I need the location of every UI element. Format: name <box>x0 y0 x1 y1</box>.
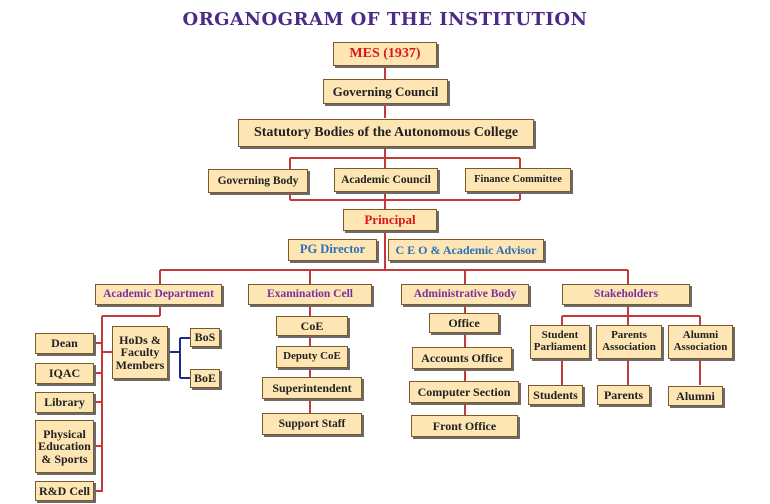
parents-association-box: Parents Association <box>596 325 662 359</box>
students-box: Students <box>528 385 583 405</box>
principal-box: Principal <box>343 209 437 231</box>
front-office-box: Front Office <box>411 415 518 437</box>
academic-council-box: Academic Council <box>334 168 438 192</box>
hods-faculty-box: HoDs & Faculty Members <box>112 326 168 379</box>
governing-council-box: Governing Council <box>323 79 448 104</box>
library-box: Library <box>35 392 94 413</box>
student-parliament-box: Student Parliament <box>530 325 590 359</box>
dean-box: Dean <box>35 333 94 354</box>
rd-cell-box: R&D Cell <box>35 481 94 501</box>
bos-box: BoS <box>190 328 220 347</box>
iqac-box: IQAC <box>35 363 94 384</box>
coe-box: CoE <box>276 316 348 336</box>
physical-education-box: Physical Education & Sports <box>35 420 94 473</box>
deputy-coe-box: Deputy CoE <box>276 346 348 368</box>
office-box: Office <box>429 313 499 333</box>
governing-body-box: Governing Body <box>208 169 308 193</box>
page-title: ORGANOGRAM OF THE INSTITUTION <box>182 9 588 30</box>
alumni-box: Alumni <box>668 386 723 406</box>
parents-box: Parents <box>597 385 650 405</box>
accounts-office-box: Accounts Office <box>412 347 512 369</box>
pg-director-box: PG Director <box>288 239 377 261</box>
boe-box: BoE <box>190 369 220 388</box>
finance-committee-box: Finance Committee <box>465 168 571 192</box>
mes-box: MES (1937) <box>333 42 437 66</box>
administrative-body-box: Administrative Body <box>401 284 529 305</box>
alumni-association-box: Alumni Association <box>668 325 733 359</box>
statutory-bodies-box: Statutory Bodies of the Autonomous Colle… <box>238 119 534 147</box>
examination-cell-box: Examination Cell <box>248 284 372 305</box>
academic-department-box: Academic Department <box>95 284 222 305</box>
superintendent-box: Superintendent <box>262 377 362 399</box>
stakeholders-box: Stakeholders <box>562 284 690 305</box>
ceo-academic-advisor-box: C E O & Academic Advisor <box>388 239 544 261</box>
computer-section-box: Computer Section <box>409 381 519 403</box>
support-staff-box: Support Staff <box>262 413 362 435</box>
